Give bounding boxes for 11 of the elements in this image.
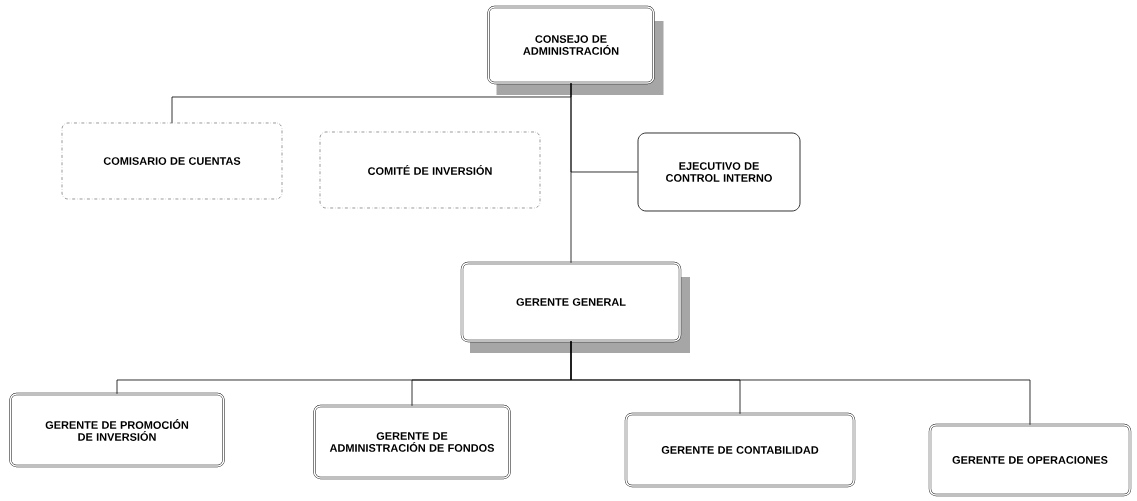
org-box: EJECUTIVO DE CONTROL INTERNO [637,132,801,212]
connector-line [570,340,1031,426]
org-box: CONSEJO DE ADMINISTRACIÓN [487,5,664,95]
org-box: GERENTE GENERAL [460,261,690,353]
org-box: GERENTE DE ADMINISTRACIÓN DE FONDOS [313,404,511,480]
org-box: GERENTE DE OPERACIONES [928,423,1132,497]
committee-box: COMISARIO DE CUENTAS [61,122,283,200]
org-box: GERENTE DE CONTABILIDAD [624,412,856,488]
connector-line [570,82,572,264]
committee-box: COMITÉ DE INVERSIÓN [319,131,541,209]
org-box: GERENTE DE PROMOCIÓN DE INVERSIÓN [9,392,225,468]
